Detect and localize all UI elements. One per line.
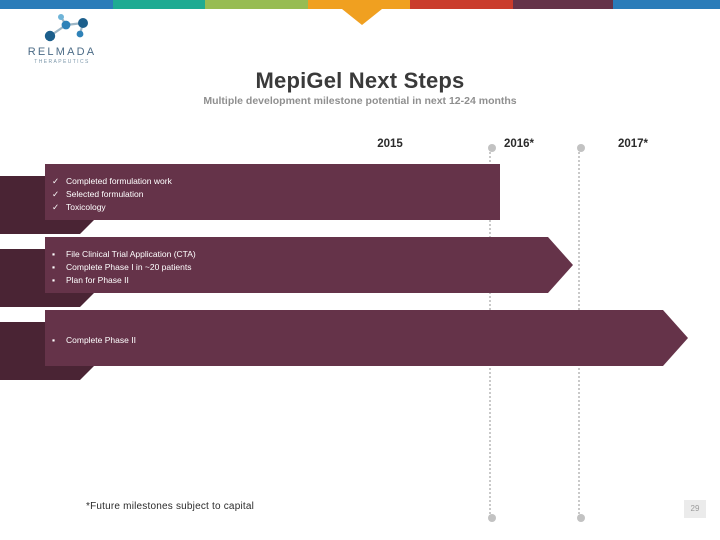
row-arrow-head (455, 164, 480, 220)
molecule-icon (44, 14, 88, 42)
top-color-bar (0, 0, 720, 9)
brand-name: RELMADA (27, 46, 97, 58)
row-bullet-list: ▪ File Clinical Trial Application (CTA) ▪… (52, 248, 196, 287)
topbar-segment-blue-end (613, 0, 720, 9)
divider-cap-bottom (488, 514, 496, 522)
list-item-label: Plan for Phase II (66, 275, 129, 285)
row-arrow-head (548, 237, 573, 293)
bullet-check-icon: ✓ (52, 176, 60, 186)
topbar-segment-green (205, 0, 308, 9)
topbar-notch-triangle (342, 9, 382, 25)
divider-cap-bottom (577, 514, 585, 522)
row-arrow-head (663, 310, 688, 366)
bullet-check-icon: ✓ (52, 189, 60, 199)
timeline-row-2017: ▪ Complete Phase II (0, 310, 720, 384)
row-bar (45, 237, 548, 293)
list-item: ✓ Selected formulation (52, 188, 172, 201)
list-item-label: Complete Phase I in ~20 patients (66, 262, 192, 272)
list-item: ▪ Complete Phase I in ~20 patients (52, 261, 196, 274)
timeline-row-2015: ✓ Completed formulation work ✓ Selected fo… (0, 164, 720, 238)
bullet-square-icon: ▪ (52, 335, 56, 345)
list-item: ✓ Toxicology (52, 201, 172, 214)
divider-cap-top (488, 144, 496, 152)
topbar-segment-orange (308, 0, 410, 9)
year-label-2015: 2015 (377, 138, 403, 150)
list-item-label: Completed formulation work (66, 176, 172, 186)
list-item: ▪ Plan for Phase II (52, 274, 196, 287)
list-item-label: File Clinical Trial Application (CTA) (66, 249, 196, 259)
row-bullet-list: ✓ Completed formulation work ✓ Selected fo… (52, 175, 172, 214)
page-subtitle: Multiple development milestone potential… (203, 95, 517, 107)
topbar-segment-red (410, 0, 513, 9)
list-item: ✓ Completed formulation work (52, 175, 172, 188)
bullet-check-icon: ✓ (52, 202, 60, 212)
row-bullet-list: ▪ Complete Phase II (52, 334, 136, 347)
page-number: 29 (684, 500, 706, 518)
footnote-text: *Future milestones subject to capital (86, 501, 255, 512)
list-item-label: Selected formulation (66, 189, 144, 199)
bullet-square-icon: ▪ (52, 262, 56, 272)
row-bar (45, 164, 500, 220)
divider-cap-top (577, 144, 585, 152)
timeline-row-2016: ▪ File Clinical Trial Application (CTA) ▪… (0, 237, 720, 311)
year-label-2017: 2017* (617, 138, 649, 150)
year-label-2016: 2016* (503, 138, 535, 150)
brand-tagline: THERAPEUTICS (34, 59, 90, 65)
list-item: ▪ Complete Phase II (52, 334, 136, 347)
topbar-segment-teal (113, 0, 205, 9)
list-item: ▪ File Clinical Trial Application (CTA) (52, 248, 196, 261)
bullet-square-icon: ▪ (52, 275, 56, 285)
row-tail-fold (80, 289, 98, 307)
list-item-label: Toxicology (66, 202, 106, 212)
topbar-segment-blue (0, 0, 113, 9)
row-tail-fold (80, 362, 98, 380)
bullet-square-icon: ▪ (52, 249, 56, 259)
topbar-segment-maroon (513, 0, 613, 9)
row-tail-fold (80, 216, 98, 234)
row-bar (45, 310, 663, 366)
brand-logo: RELMADA THERAPEUTICS (14, 14, 110, 66)
list-item-label: Complete Phase II (66, 335, 136, 345)
page-title: MepiGel Next Steps (255, 68, 465, 93)
